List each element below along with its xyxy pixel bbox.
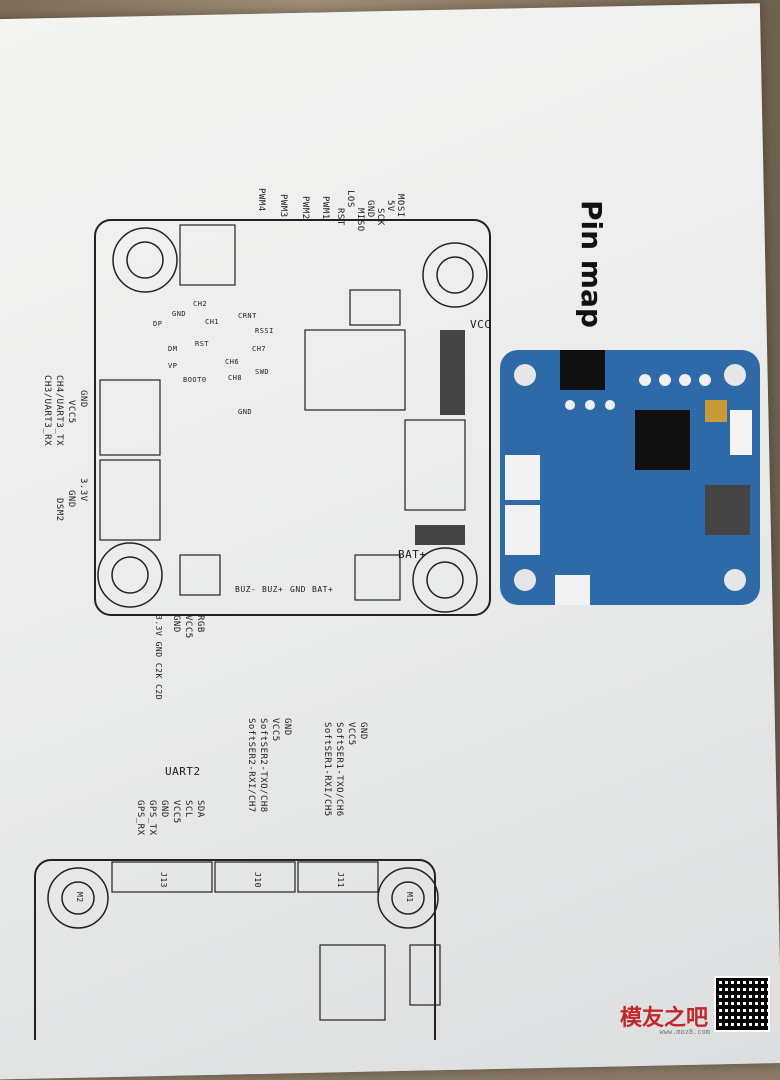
uart2-label-scl: SCL xyxy=(183,800,193,818)
inner-label-dm: DM xyxy=(168,345,178,353)
spi-label-mosi: MOSI xyxy=(395,194,405,218)
softser2-label-rxi: SoftSER2-RXI/CH7 xyxy=(246,718,256,813)
pcb-connector-mid xyxy=(505,505,540,555)
bottom-label-rgb: RGB xyxy=(195,615,205,633)
schematic-scene xyxy=(34,219,760,1040)
softser2-label-vcc5: VCC5 xyxy=(270,718,280,742)
connector-j13: J13 xyxy=(159,872,168,888)
buz-bat-label: BAT+ xyxy=(312,585,334,594)
softser1-label-rxi: SoftSER1-RXI/CH5 xyxy=(322,722,332,817)
uart2-label-gnd: GND xyxy=(159,800,169,818)
watermark: 模友之吧 xyxy=(620,976,770,1032)
softser1-label-vcc5: VCC5 xyxy=(346,722,356,746)
softser2-label-txo: SoftSER2-TXO/CH8 xyxy=(258,718,268,813)
dsm-label-3v3: 3.3V xyxy=(78,478,88,502)
spi-label-sck: SCK xyxy=(375,208,385,226)
bottom-label-gnd: GND xyxy=(171,615,181,633)
buz-gnd-label: GND xyxy=(290,585,306,594)
pwm-label-3: PWM3 xyxy=(278,194,288,218)
inner-label-rst: RST xyxy=(195,340,210,348)
inner-label-ch6: CH6 xyxy=(225,358,240,366)
pin-map-title: Pin map xyxy=(575,200,608,328)
vcc-pad xyxy=(440,330,465,415)
pwm-label-4: PWM4 xyxy=(256,188,266,212)
dsm-label-dsm2: DSM2 xyxy=(54,498,64,522)
lower-board-outline xyxy=(34,859,436,1040)
pcb-mount-holes xyxy=(514,364,746,591)
inner-label-ch8: CH8 xyxy=(228,374,243,382)
watermark-text: 模友之吧 xyxy=(619,1006,708,1031)
inner-label-gnd: GND xyxy=(172,310,187,318)
bat-pad xyxy=(415,525,465,545)
pcb-flash-chip xyxy=(560,350,605,390)
flight-controller-pcb xyxy=(500,350,760,605)
bottom-label-vcc5: VCC5 xyxy=(183,615,193,639)
spi-label-rst: RST xyxy=(335,208,345,226)
mount-m2: M2 xyxy=(75,892,84,903)
pcb-connector-top xyxy=(505,455,540,500)
schematic-drawing xyxy=(34,219,760,1040)
spi-label-los: LOS xyxy=(345,190,355,208)
softser2-label-gnd: GND xyxy=(282,718,292,736)
chip-footprints xyxy=(99,224,466,601)
lower-connectors xyxy=(111,861,441,1021)
pwm-label-2: PWM2 xyxy=(300,196,310,220)
dsm-label-gnd: GND xyxy=(66,490,76,508)
inner-label-ch7: CH7 xyxy=(252,345,267,353)
pcb-capacitor xyxy=(730,410,752,455)
left-label-vcc5: VCC5 xyxy=(66,400,76,424)
uart2-label-gps-rx: GPS_RX xyxy=(135,800,145,836)
inner-label-swd: SWD xyxy=(255,368,270,376)
mount-holes xyxy=(97,227,488,613)
inner-label-ch1: CH1 xyxy=(205,318,220,326)
lower-mount-holes xyxy=(47,867,439,929)
spi-label-miso: MISO xyxy=(355,208,365,232)
left-label-gnd: GND xyxy=(78,390,88,408)
softser1-label-gnd: GND xyxy=(358,722,368,740)
upper-board-outline xyxy=(94,219,491,616)
inner-label-gnd-2: GND xyxy=(238,408,253,416)
inner-label-ch2: CH2 xyxy=(193,300,208,308)
spi-label-gnd: GND xyxy=(365,200,375,218)
connector-j11: J11 xyxy=(336,872,345,888)
pcb-inductor xyxy=(705,485,750,535)
qr-code-icon xyxy=(714,976,770,1032)
mount-m1: M1 xyxy=(405,892,414,903)
pcb-mcu-chip xyxy=(635,410,690,470)
uart2-title: UART2 xyxy=(165,765,201,778)
watermark-url: www.moz8.com xyxy=(659,1028,710,1036)
uart2-label-sda: SDA xyxy=(195,800,205,818)
inner-label-rssi: RSSI xyxy=(255,327,274,335)
left-label-ch4-uart3-tx: CH4/UART3_TX xyxy=(54,375,64,447)
inner-label-boot0: BOOT0 xyxy=(183,376,207,384)
inner-label-vp: VP xyxy=(168,362,178,370)
inner-label-crnt: CRNT xyxy=(238,312,257,320)
inner-label-dp: DP xyxy=(153,320,163,328)
left-label-ch3-uart3-rx: CH3/UART3_RX xyxy=(42,375,52,447)
pcb-pads xyxy=(565,374,711,410)
spi-label-5v: 5V xyxy=(385,200,395,212)
uart2-label-vcc5: VCC5 xyxy=(171,800,181,824)
bat-plus-label: BAT+ xyxy=(398,548,427,561)
buz-minus-label: BUZ- xyxy=(235,585,257,594)
pcb-connector-bottom xyxy=(555,575,590,605)
pwm-label-1: PWM1 xyxy=(320,196,330,220)
buz-plus-label: BUZ+ xyxy=(262,585,284,594)
connector-j10: J10 xyxy=(253,872,262,888)
bottom-label-programming: 3.3V GND C2K C2D xyxy=(154,615,163,701)
softser1-label-txo: SoftSER1-TXO/CH6 xyxy=(334,722,344,817)
vcc-label: VCC xyxy=(470,318,492,331)
pcb-tantalum-cap xyxy=(705,400,727,422)
uart2-label-gps-tx: GPS_TX xyxy=(147,800,157,836)
